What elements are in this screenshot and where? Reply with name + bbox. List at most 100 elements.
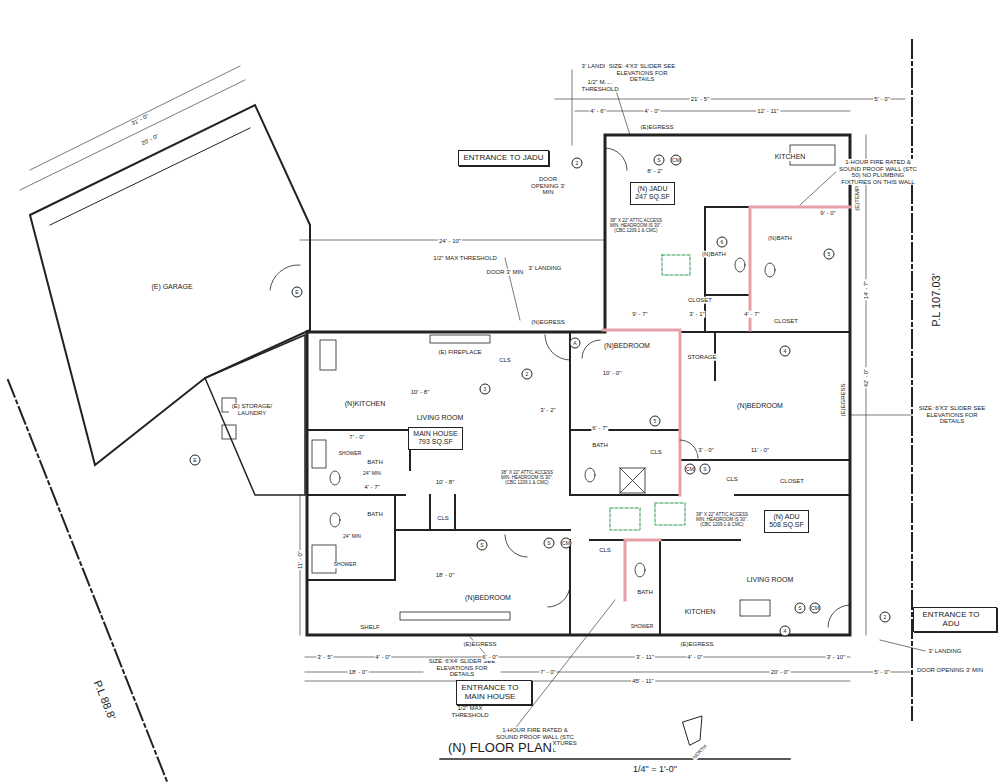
exterior-wall	[307, 135, 850, 635]
box-text: 247 SQ.SF	[631, 193, 674, 201]
callout-number: A	[570, 338, 581, 349]
unit-box: (N) ADU508 SQ.SF	[764, 510, 809, 533]
room-label: (N)BEDROOM	[464, 594, 512, 602]
dimension-label: 12' - 11"	[756, 108, 780, 115]
dimension-line	[30, 66, 240, 170]
callout-number: 6	[717, 237, 728, 248]
callout-number: S	[654, 155, 665, 166]
room-label: CLS	[598, 547, 612, 554]
callout-number: E	[190, 455, 201, 466]
entrance-box: ENTRANCE TO ADU	[913, 607, 997, 632]
room-label: CLOSET	[779, 478, 805, 485]
callout-number: S	[477, 540, 488, 551]
garage-outline	[30, 105, 310, 465]
box-heading: ENTRANCE TO JADU	[459, 153, 548, 162]
dimension-label: 18' - 0"	[348, 669, 369, 676]
dimension-label: 42' - 0"	[863, 368, 870, 389]
room-label: SHOWER	[338, 451, 363, 457]
unit-box: (N) JADU247 SQ.SF	[630, 182, 675, 205]
callout-number: CM	[561, 538, 572, 549]
dimension-label: 9' - 7"	[631, 311, 648, 318]
dimension-label: 3' - 1"	[688, 311, 705, 318]
box-heading: (N) ADU	[765, 513, 808, 521]
note-label: 3' LANDING	[528, 265, 563, 272]
room-label: SHOWER	[333, 562, 358, 568]
dimension-label: 9' - 0"	[819, 210, 836, 217]
dimension-label: 6' - 7"	[591, 425, 608, 432]
dimension-label: 10' - 8"	[410, 389, 431, 396]
entrance-box: ENTRANCE TO JADU	[458, 150, 549, 166]
room-label: KITCHEN	[774, 153, 807, 161]
note-label: 1-HOUR FIRE RATED & SOUND PROOF WALL (ST…	[836, 159, 920, 185]
room-label: CLS	[498, 357, 512, 364]
note-label: SIZE: 6'X3' SLIDER SEE ELEVATIONS FOR DE…	[913, 405, 991, 425]
note-label: 1/2" MAX THRESHOLD	[448, 705, 492, 718]
dimension-label: 3' - 2"	[539, 407, 556, 414]
room-label: 24" MIN	[342, 534, 362, 540]
dimension-label: 4' - 0"	[643, 108, 660, 115]
callout-number: 4	[780, 626, 791, 637]
room-label: KITCHEN	[684, 608, 717, 616]
callout-number: 2	[572, 158, 583, 169]
room-label: BATH	[366, 511, 384, 518]
dimension-label: 4' - 0"	[686, 654, 703, 661]
room-label: SHOWER	[630, 624, 655, 630]
box-text: 508 SQ.SF	[765, 521, 808, 529]
unit-box: MAIN HOUSE793 SQ.SF	[408, 427, 463, 450]
dimension-label: 5' - 0"	[873, 669, 890, 676]
note-label: SIZE: 6'X4' SLIDER SEE ELEVATIONS FOR DE…	[424, 658, 501, 678]
plan-title: (N) FLOOR PLAN	[447, 741, 553, 755]
dimension-label: 4' - 0"	[374, 654, 391, 661]
dimension-label: 10' - 0"	[602, 370, 623, 377]
room-label: BATH	[591, 442, 609, 449]
note-label: 3' LANDING	[928, 648, 963, 655]
room-label: BATH	[366, 459, 384, 466]
room-label: CLOSET	[773, 318, 799, 325]
room-label: (N)BATH	[701, 251, 727, 258]
callout-number: CM	[810, 603, 821, 614]
callout-number: 5	[650, 416, 661, 427]
dimension-label: 4' - 7"	[743, 311, 760, 318]
dimension-label: 4' - 7"	[363, 484, 380, 491]
note-label: 38" X 22" ATTIC ACCESS MIN. HEADROOM IS …	[692, 513, 752, 528]
entrance-box: ENTRANCE TO MAIN HOUSE	[456, 680, 532, 705]
room-label: CLOSET	[687, 297, 713, 304]
room-label: STORAGE	[686, 354, 717, 361]
note-label: SIZE: 4'X3' SLIDER SEE ELEVATIONS FOR DE…	[605, 63, 679, 83]
room-label: (E)EGRESS	[840, 382, 847, 417]
room-label: (E)EGRESS	[462, 641, 497, 648]
room-label: (N)KITCHEN	[344, 400, 386, 408]
dimension-label: 5' - 0"	[873, 96, 890, 103]
box-heading: MAIN HOUSE	[409, 430, 462, 438]
callout-number: CM	[685, 464, 696, 475]
dimension-label: 21' - 5"	[690, 96, 711, 103]
note-label: 38" X 22" ATTIC ACCESS MIN. HEADROOM IS …	[497, 471, 557, 486]
room-label: (E) FIREPLACE	[437, 349, 482, 356]
room-label: (E)EGRESS	[639, 124, 674, 131]
callout-number: CM	[671, 155, 682, 166]
room-label: (N)BEDROOM	[736, 402, 784, 410]
note-label: P.L 88.8'	[91, 678, 118, 723]
north-arrow	[683, 716, 702, 745]
callout-number: E	[292, 287, 303, 298]
room-label: LIVING ROOM	[746, 576, 795, 584]
dimension-label: 3' - 0"	[697, 447, 714, 454]
storage-outline	[205, 335, 305, 495]
note-label: DOOR OPENING 3' MIN	[916, 667, 984, 674]
dimension-label: 31' - 0"	[129, 113, 150, 128]
dimension-label: 24' - 10"	[438, 238, 462, 245]
room-label: (N)BEDROOM	[603, 342, 651, 350]
room-label: (E)TEMP.	[854, 184, 861, 212]
callout-number: 2	[522, 369, 533, 380]
dimension-label: 7' - 0"	[539, 669, 556, 676]
callout-number: 2	[880, 612, 891, 623]
note-label: DOOR OPENING 3' MIN	[527, 176, 569, 196]
title-underline	[440, 758, 790, 760]
room-label: BATH	[636, 589, 654, 596]
dimension-label: 6' - 0"	[481, 654, 498, 661]
callout-number: 3	[480, 384, 491, 395]
room-label: CLS	[436, 515, 450, 522]
callout-number: S	[544, 538, 555, 549]
box-heading: ENTRANCE TO ADU	[914, 610, 988, 628]
room-label: (E)EGRESS	[679, 641, 714, 648]
